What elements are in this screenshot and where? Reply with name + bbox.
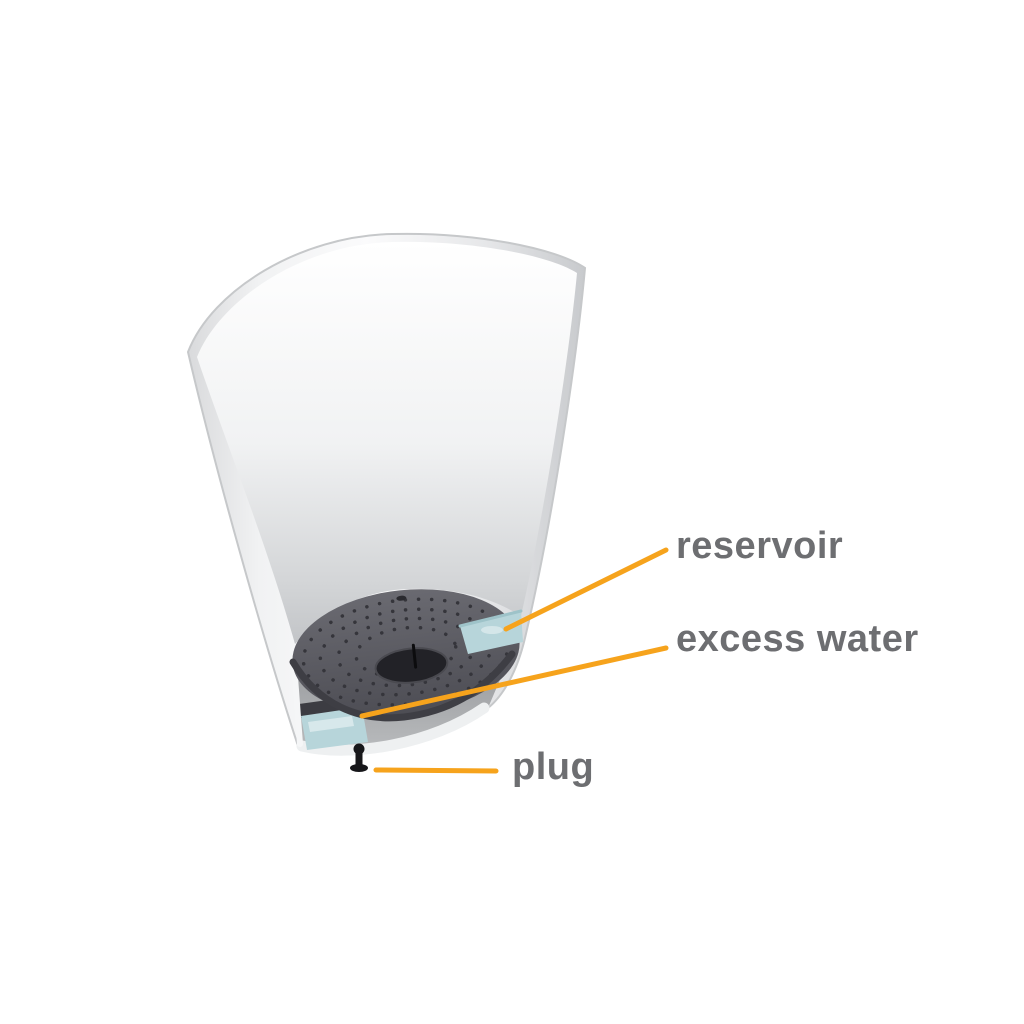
bottom-cut-face [296, 702, 490, 756]
drain-hole [374, 643, 449, 684]
plate-front-edge [289, 650, 516, 722]
label-excess-water: excess water [676, 618, 919, 660]
excess-water-highlight [308, 716, 354, 732]
leader-line-reservoir [503, 547, 669, 632]
leader-lines [359, 547, 669, 774]
plate-top-hole [396, 595, 407, 601]
plug-shape [350, 743, 368, 772]
label-reservoir: reservoir [676, 525, 844, 567]
reservoir-water [458, 609, 523, 654]
excess-water-pool [301, 707, 368, 750]
leader-line-excess-water [359, 645, 669, 719]
pot-interior-wall [197, 241, 577, 645]
leader-line-plug [373, 767, 499, 774]
label-plug: plug [512, 746, 595, 788]
